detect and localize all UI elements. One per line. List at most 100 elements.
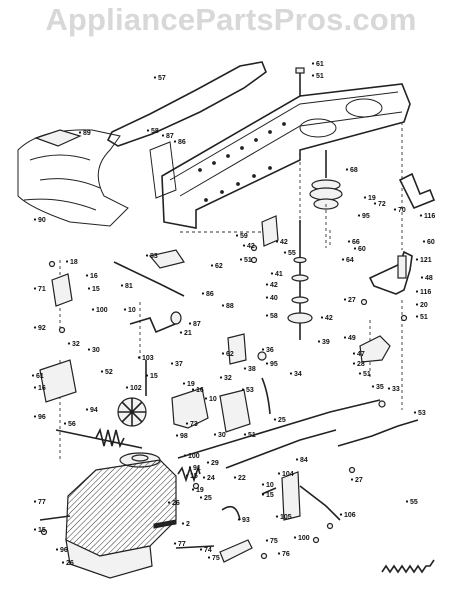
part-callout: 25 bbox=[204, 495, 212, 502]
part-callout: 32 bbox=[224, 375, 232, 382]
cooling-fan bbox=[117, 397, 147, 427]
frame-holes bbox=[198, 122, 286, 202]
part-callout: 87 bbox=[166, 133, 174, 140]
part-callout: 48 bbox=[425, 275, 433, 282]
shift-rod-fitting bbox=[148, 249, 185, 269]
callout-leader-dot bbox=[33, 528, 37, 531]
drive-belt bbox=[106, 61, 267, 147]
callout-leader-dot bbox=[204, 397, 208, 400]
callout-leader-dot bbox=[67, 342, 71, 345]
part-callout: 105 bbox=[280, 514, 292, 521]
callout-leader-dot bbox=[357, 214, 361, 217]
part-callout: 55 bbox=[288, 250, 296, 257]
part-callout: 26 bbox=[66, 560, 74, 567]
callout-leader-dot bbox=[191, 388, 195, 391]
part-callout: 60 bbox=[427, 239, 435, 246]
callout-leader-dot bbox=[270, 272, 274, 275]
callout-leader-dot bbox=[233, 476, 237, 479]
part-callout: 19 bbox=[368, 195, 376, 202]
part-callout: 32 bbox=[72, 341, 80, 348]
frame-opening-right bbox=[345, 98, 383, 118]
part-callout: 30 bbox=[218, 432, 226, 439]
callout-leader-dot bbox=[65, 260, 69, 263]
callout-leader-dot bbox=[345, 168, 349, 171]
part-callout: 73 bbox=[190, 421, 198, 428]
part-callout: 18 bbox=[70, 259, 78, 266]
callout-leader-dot bbox=[241, 388, 245, 391]
callout-leader-dot bbox=[179, 331, 183, 334]
part-callout: 41 bbox=[275, 271, 283, 278]
part-callout: 83 bbox=[150, 253, 158, 260]
part-callout: 75 bbox=[270, 538, 278, 545]
callout-leader-dot bbox=[311, 62, 315, 65]
part-callout: 58 bbox=[270, 313, 278, 320]
extension-spring bbox=[381, 559, 435, 574]
part-callout: 40 bbox=[270, 295, 278, 302]
part-callout: 53 bbox=[246, 387, 254, 394]
part-callout: 74 bbox=[204, 547, 212, 554]
callout-leader-dot bbox=[373, 202, 377, 205]
callout-leader-dot bbox=[237, 518, 241, 521]
part-callout: 57 bbox=[158, 75, 166, 82]
part-callout: 24 bbox=[207, 475, 215, 482]
callout-leader-dot bbox=[175, 434, 179, 437]
part-callout: 86 bbox=[178, 139, 186, 146]
callout-leader-dot bbox=[182, 382, 186, 385]
part-callout: 66 bbox=[352, 239, 360, 246]
vent-hose bbox=[221, 505, 241, 521]
callout-leader-dot bbox=[201, 292, 205, 295]
callout-leader-dot bbox=[415, 315, 419, 318]
pivot-bar bbox=[55, 429, 143, 449]
callout-leader-dot bbox=[188, 322, 192, 325]
callout-leader-dot bbox=[33, 386, 37, 389]
part-callout: 15 bbox=[190, 473, 198, 480]
part-callout: 30 bbox=[92, 347, 100, 354]
callout-leader-dot bbox=[161, 134, 165, 137]
fender-bracket bbox=[34, 129, 82, 147]
part-callout: 52 bbox=[105, 369, 113, 376]
callout-leader-dot bbox=[261, 483, 265, 486]
callout-leader-dot bbox=[185, 422, 189, 425]
shift-rod bbox=[113, 261, 185, 297]
transaxle-pulley-inner bbox=[131, 454, 149, 462]
callout-leader-dot bbox=[277, 472, 281, 475]
callout-leader-dot bbox=[63, 422, 67, 425]
callout-leader-dot bbox=[352, 352, 356, 355]
callout-leader-dot bbox=[87, 348, 91, 351]
pivot-spring bbox=[95, 427, 125, 449]
axle-left bbox=[39, 515, 71, 521]
brake-band bbox=[359, 335, 391, 363]
callout-leader-dot bbox=[85, 408, 89, 411]
callout-leader-dot bbox=[153, 76, 157, 79]
callout-leader-dot bbox=[213, 433, 217, 436]
part-callout: 26 bbox=[172, 500, 180, 507]
part-callout: 51 bbox=[248, 432, 256, 439]
long-link-rod bbox=[177, 399, 381, 459]
part-callout: 42 bbox=[280, 239, 288, 246]
pivot-bracket bbox=[219, 389, 251, 433]
callout-leader-dot bbox=[137, 356, 141, 359]
part-callout: 88 bbox=[226, 303, 234, 310]
shift-knob-21 bbox=[170, 311, 182, 325]
part-callout: 89 bbox=[83, 130, 91, 137]
part-callout: 100 bbox=[188, 453, 200, 460]
callout-leader-dot bbox=[261, 493, 265, 496]
callout-leader-dot bbox=[91, 308, 95, 311]
part-callout: 42 bbox=[325, 315, 333, 322]
part-callout: 95 bbox=[270, 361, 278, 368]
part-callout: 53 bbox=[418, 410, 426, 417]
part-callout: 76 bbox=[282, 551, 290, 558]
part-callout: 61 bbox=[316, 61, 324, 68]
part-callout: 70 bbox=[398, 207, 406, 214]
axle-right bbox=[175, 545, 215, 549]
handle-grip bbox=[227, 333, 247, 365]
callout-leader-dot bbox=[87, 287, 91, 290]
part-callout: 81 bbox=[125, 283, 133, 290]
callout-leader-dot bbox=[181, 522, 185, 525]
part-callout: 28 bbox=[357, 361, 365, 368]
part-callout: 42 bbox=[270, 282, 278, 289]
callout-leader-dot bbox=[31, 374, 35, 377]
callout-leader-dot bbox=[275, 240, 279, 243]
callout-leader-dot bbox=[265, 362, 269, 365]
